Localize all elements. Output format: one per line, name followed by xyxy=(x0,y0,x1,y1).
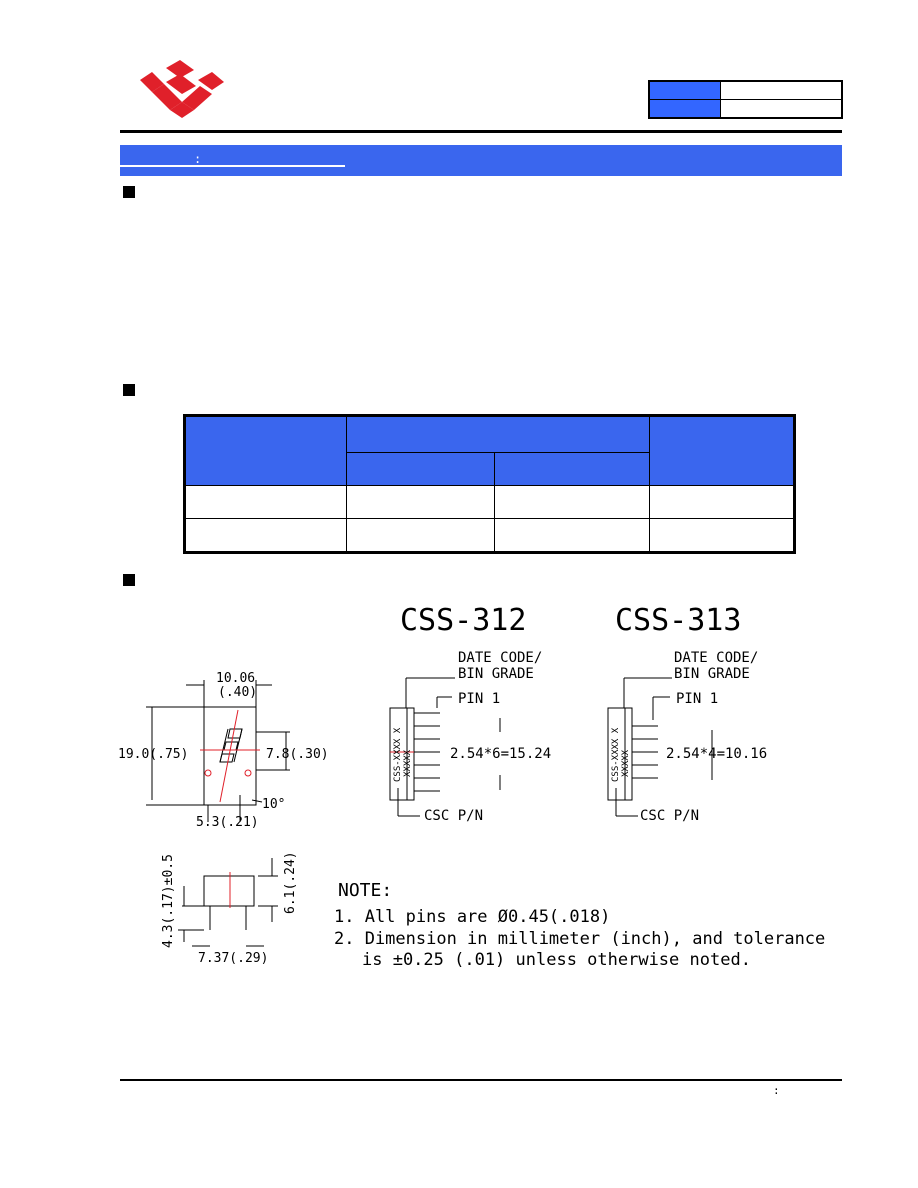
pin1-label-left: PIN 1 xyxy=(458,691,500,707)
front-view-red-lines xyxy=(200,709,260,803)
front-height: 19.0(.75) xyxy=(118,747,188,762)
table-row xyxy=(184,485,795,519)
model-title-right: CSS-313 xyxy=(615,603,741,638)
note-1: 1. All pins are Ø0.45(.018) xyxy=(334,907,610,927)
pin-spacing-label: 7.37(.29) xyxy=(198,951,268,966)
pitch-label-left: 2.54*6=15.24 xyxy=(450,746,551,762)
part-marking-left-2: XXXXX xyxy=(403,749,413,777)
table-cell xyxy=(494,485,650,519)
pin-length-label: 4.3(.17)±0.5 xyxy=(161,854,176,948)
date-code-label-right-1: DATE CODE/ xyxy=(674,650,758,666)
section-bullet-dimensions xyxy=(123,574,135,586)
banner-underline xyxy=(120,165,345,167)
part-selection-table xyxy=(183,414,796,554)
info-value-cell xyxy=(720,99,843,119)
info-label-cell xyxy=(648,80,721,100)
note-3: is ±0.25 (.01) unless otherwise noted. xyxy=(362,950,751,970)
table-cell xyxy=(346,518,495,553)
csc-pn-label-left: CSC P/N xyxy=(424,808,483,824)
date-code-label-right-2: BIN GRADE xyxy=(674,666,750,682)
table-cell xyxy=(346,485,495,519)
date-code-label-left-1: DATE CODE/ xyxy=(458,650,542,666)
table-cell xyxy=(184,485,347,519)
banner-colon: : xyxy=(194,152,202,166)
part-marking-left-1: CSS-XXXX X xyxy=(393,727,403,782)
front-width-in: (.40) xyxy=(218,685,257,700)
front-angle: 10° xyxy=(262,797,285,812)
date-code-label-left-2: BIN GRADE xyxy=(458,666,534,682)
table-cell xyxy=(649,518,795,553)
info-value-cell xyxy=(720,80,843,100)
front-width-mm: 10.06 xyxy=(216,671,255,686)
table-header-cell xyxy=(184,415,347,486)
part-marking-right-1: CSS-XXXX X xyxy=(611,727,621,782)
table-subheader-cell xyxy=(494,451,650,487)
front-seg-width: 5.3(.21) xyxy=(196,815,259,830)
package-dimension-drawing: CSS-312 CSS-313 10.06 (.40) 19.0(.75) 7.… xyxy=(118,603,825,970)
company-logo-icon xyxy=(140,60,224,118)
bottom-side-view xyxy=(178,858,278,947)
table-header-cell xyxy=(346,415,650,453)
title-banner: : xyxy=(120,145,842,176)
part-marking-right-2: XXXXX xyxy=(621,749,631,777)
section-bullet-selection xyxy=(123,384,135,396)
table-cell xyxy=(649,485,795,519)
document-info-table xyxy=(648,80,843,119)
table-header-cell xyxy=(649,415,795,486)
footer-rule xyxy=(120,1079,842,1081)
section-bullet-features xyxy=(123,186,135,198)
note-2: 2. Dimension in millimeter (inch), and t… xyxy=(334,929,825,949)
table-row xyxy=(184,518,795,553)
notes-title: NOTE: xyxy=(338,880,392,901)
model-title-left: CSS-312 xyxy=(400,603,526,638)
header-rule xyxy=(120,130,842,133)
side-view-312 xyxy=(389,677,501,817)
pin1-label-right: PIN 1 xyxy=(676,691,718,707)
table-subheader-cell xyxy=(346,451,495,487)
pitch-label-right: 2.54*4=10.16 xyxy=(666,746,767,762)
info-label-cell xyxy=(648,99,721,119)
table-cell xyxy=(494,518,650,553)
footer-colon: : xyxy=(773,1084,780,1097)
front-view xyxy=(146,680,290,822)
body-height-label: 6.1(.24) xyxy=(283,851,298,914)
side-view-313 xyxy=(607,677,713,817)
front-digit-height: 7.8(.30) xyxy=(266,747,329,762)
table-cell xyxy=(184,518,347,553)
csc-pn-label-right: CSC P/N xyxy=(640,808,699,824)
